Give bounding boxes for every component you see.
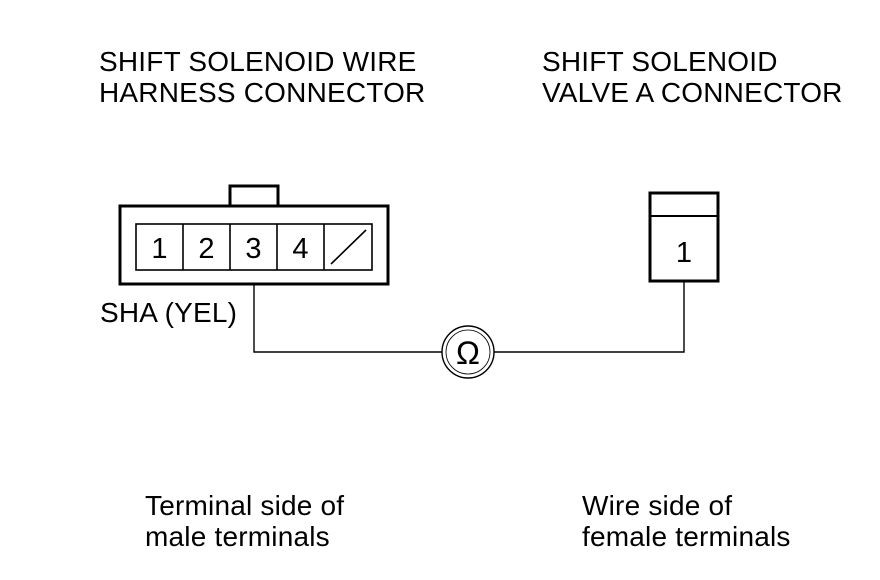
test-lead-left: [253, 285, 442, 353]
ohmmeter-inner-ring: [445, 329, 491, 375]
harness-terminal-4: 4: [292, 233, 308, 265]
right-caption-line2: female terminals: [582, 521, 791, 552]
harness-terminal-3: 3: [245, 233, 261, 265]
solenoid-connector: 1: [648, 191, 720, 283]
harness-terminal-1: 1: [151, 233, 167, 265]
test-lead-right: [494, 281, 685, 353]
left-connector-title-line1: SHIFT SOLENOID WIRE: [99, 46, 417, 77]
right-connector-title-line2: VALVE A CONNECTOR: [542, 77, 843, 108]
right-caption-line1: Wire side of: [582, 490, 733, 521]
left-caption-line2: male terminals: [145, 521, 330, 552]
harness-connector: 1 2 3 4: [118, 184, 390, 286]
ohm-symbol: Ω: [456, 335, 480, 371]
wire-color-label: SHA (YEL): [100, 297, 238, 328]
right-connector-title-line1: SHIFT SOLENOID: [542, 46, 778, 77]
solenoid-terminal-1: 1: [676, 237, 692, 269]
left-connector-title-line2: HARNESS CONNECTOR: [99, 77, 426, 108]
connector-lock-tab: [228, 184, 280, 208]
solenoid-connector-body: [648, 191, 720, 283]
test-leads: [253, 281, 685, 353]
left-caption-line1: Terminal side of: [145, 490, 345, 521]
harness-terminal-2: 2: [198, 233, 214, 265]
ohmmeter-icon: Ω: [441, 325, 495, 379]
unused-cavity-slash: [330, 229, 367, 265]
ohmmeter-circle: [441, 325, 495, 379]
